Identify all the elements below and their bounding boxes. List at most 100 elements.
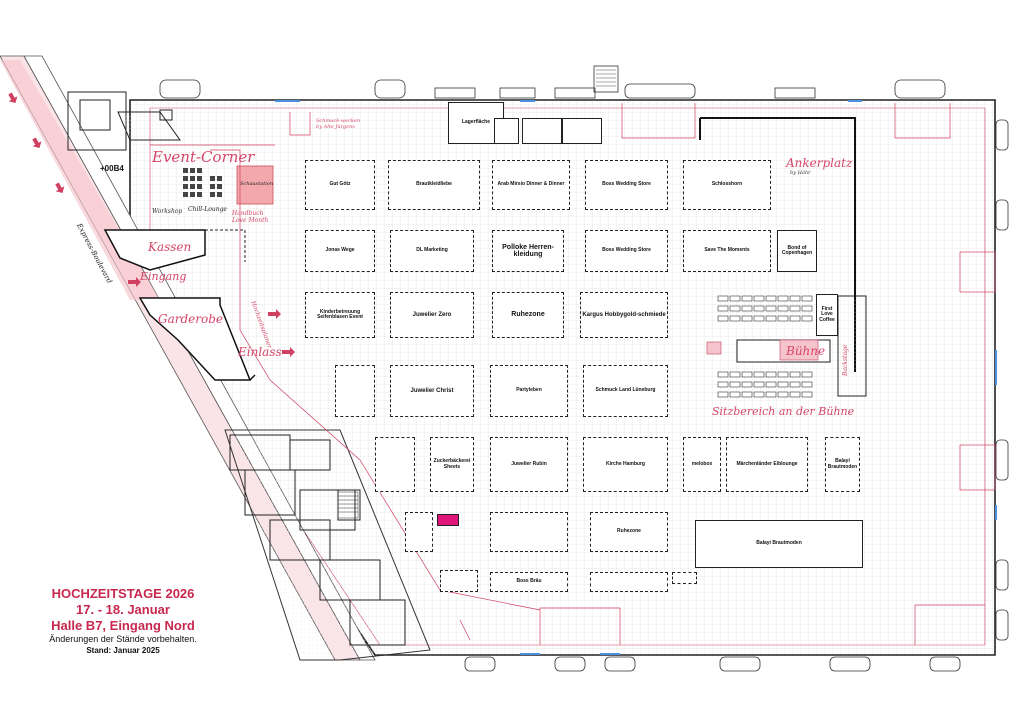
stand-jonas-wege[interactable]: Jonas Wege xyxy=(305,230,375,272)
stand-label: Gut Götz xyxy=(329,181,351,188)
stand-schlosshorn[interactable]: Schlosshorn xyxy=(683,160,771,210)
stand-label: First Love Coffee xyxy=(819,306,835,323)
event-corner-label: Event-Corner xyxy=(152,148,255,166)
stand-label: Boss Wedding Store xyxy=(602,181,651,188)
stand-label: Partyleben xyxy=(516,387,542,394)
info-box xyxy=(706,341,722,355)
stand-label: DL Marketing xyxy=(416,247,448,254)
stand-balayi[interactable]: Balayi Brautmoden xyxy=(825,437,860,492)
eingang-label: Eingang xyxy=(140,270,187,283)
stand-label: Save The Moments xyxy=(704,247,750,254)
ankerplatz-label: Ankerplatz xyxy=(786,156,853,170)
stand-label: Schmuck Land Lüneburg xyxy=(595,387,656,394)
stand-juwelier-rubin[interactable]: Juwelier Rubin xyxy=(490,437,568,492)
stand-label: Boss Wedding Store xyxy=(602,247,651,254)
stand-label: Jonas Wege xyxy=(325,247,355,254)
stand-label: Kargus Hobbygold-schmiede xyxy=(582,311,666,318)
backstage-area xyxy=(837,295,867,397)
stand-first-love[interactable]: First Love Coffee xyxy=(816,294,838,336)
stand-label: Juwelier Zero xyxy=(412,311,452,318)
right-wall-bumps xyxy=(995,119,1009,641)
stairs-icon xyxy=(337,491,359,519)
schaustation-label: Schaustation xyxy=(240,181,274,187)
stand-juwelier-zero[interactable]: Juwelier Zero xyxy=(390,292,474,338)
stand-arab-dinner[interactable]: Arab Mirsio Dinner & Dinner xyxy=(492,160,570,210)
stand-label: Balayi Brautmoden xyxy=(756,540,802,547)
stand-balayi-2[interactable]: Balayi Brautmoden xyxy=(695,520,863,568)
chill-lounge-icon xyxy=(183,168,222,197)
stand[interactable] xyxy=(672,572,697,584)
stand-date: Stand: Januar 2025 xyxy=(86,646,160,655)
stand-schmuck-land[interactable]: Schmuck Land Lüneburg xyxy=(583,365,668,417)
event-dates: 17. - 18. Januar xyxy=(76,602,170,617)
stand-kargus[interactable]: Kargus Hobbygold-schmiede xyxy=(580,292,668,338)
stand-brautkleidliebe[interactable]: Brautkleidliebe xyxy=(388,160,480,210)
disclaimer: Änderungen der Stände vorbehalten. xyxy=(49,634,197,644)
bottom-wall-bumps xyxy=(464,656,961,672)
stand[interactable] xyxy=(490,512,568,552)
schaustation-box xyxy=(236,165,274,205)
upper-left-building xyxy=(67,91,181,151)
chill-lounge-label: Chill-Lounge xyxy=(188,206,227,213)
stand[interactable] xyxy=(405,512,433,552)
stand-boss-wedding[interactable]: Boss Wedding Store xyxy=(585,160,668,210)
stand-label: Arab Mirsio Dinner & Dinner xyxy=(497,181,565,188)
event-location: Halle B7, Eingang Nord xyxy=(51,618,195,633)
stand-label: Lagerfläche xyxy=(461,119,491,126)
stand-label: Bond of Copenhagen xyxy=(781,244,813,256)
stand-bond[interactable]: Bond of Copenhagen xyxy=(777,230,817,272)
event-info: HOCHZEITSTAGE 2026 17. - 18. Januar Hall… xyxy=(18,586,228,657)
backstage-label: Backstage xyxy=(842,344,849,376)
stand-label: Märchenländer Eiblounge xyxy=(736,460,798,467)
stand-label: melobox xyxy=(691,460,713,467)
ankerplatz-wall xyxy=(700,117,856,372)
stand[interactable] xyxy=(522,118,562,144)
stand[interactable] xyxy=(562,118,602,144)
stand[interactable] xyxy=(494,118,519,144)
stand-label: Boss Bräu xyxy=(516,578,542,585)
ventilation-grille xyxy=(593,65,619,93)
garderobe-label: Garderobe xyxy=(158,312,224,326)
handbook-label: Handbuch Love Month xyxy=(232,210,269,224)
stand-maerchenlaender[interactable]: Märchenländer Eiblounge xyxy=(726,437,808,492)
einlass-label: Einlass xyxy=(238,345,282,359)
kassen-outline xyxy=(103,229,206,271)
stand-label: Juwelier Rubin xyxy=(511,460,547,467)
stand-juwelier-christ[interactable]: Juwelier Christ xyxy=(390,365,474,417)
stand-label: Juwelier Christ xyxy=(410,387,454,394)
stand-ruhezone[interactable]: Ruhezone xyxy=(492,292,564,338)
stand[interactable] xyxy=(335,365,375,417)
code-label: +00B4 xyxy=(100,164,124,173)
stand-boss-wedding-2[interactable]: Boss Wedding Store xyxy=(585,230,668,272)
stand-kirche-hamburg[interactable]: Kirche Hamburg xyxy=(583,437,668,492)
highlight-stand[interactable] xyxy=(437,514,459,526)
stand-ruhezone-2[interactable]: Ruhezone xyxy=(590,512,668,552)
kassen-label: Kassen xyxy=(148,240,192,254)
stand-zuckerbaeckerei[interactable]: Zuckerbäckerei Sheets xyxy=(430,437,474,492)
stand[interactable] xyxy=(375,437,415,492)
event-title: HOCHZEITSTAGE 2026 xyxy=(51,586,195,601)
stand-label: Kinderbetreuung Seifenblasen Event xyxy=(317,308,363,320)
arrow-right-icon xyxy=(8,92,295,357)
stand-kinderbetreuung[interactable]: Kinderbetreuung Seifenblasen Event xyxy=(305,292,375,338)
stand-polloke[interactable]: Polloke Herren-kleidung xyxy=(492,230,564,272)
stand-partyleben[interactable]: Partyleben xyxy=(490,365,568,417)
stand-label: Ruhezone xyxy=(511,311,545,319)
stand-gut-goetz[interactable]: Gut Götz xyxy=(305,160,375,210)
stand-melobox[interactable]: melobox xyxy=(683,437,721,492)
workshop-label: Workshop xyxy=(152,208,183,215)
standlabel: Schmuck-wecken by Alte Jürgens xyxy=(316,118,361,130)
buehne-label: Bühne xyxy=(786,344,826,358)
stand-label: Brautkleidliebe xyxy=(416,181,452,188)
stand-boss-braeu[interactable]: Boss Bräu xyxy=(490,572,568,592)
garderobe-outline xyxy=(138,297,252,381)
stand[interactable] xyxy=(440,570,478,592)
stand-save-the-moments[interactable]: Save The Moments xyxy=(683,230,771,272)
lower-left-building xyxy=(224,429,431,661)
stand-label: Kirche Hamburg xyxy=(606,460,645,467)
stand-label: Schlosshorn xyxy=(711,181,743,188)
stand-label: Polloke Herren-kleidung xyxy=(502,243,554,258)
stand[interactable] xyxy=(590,572,668,592)
stand-dl-marketing[interactable]: DL Marketing xyxy=(390,230,474,272)
